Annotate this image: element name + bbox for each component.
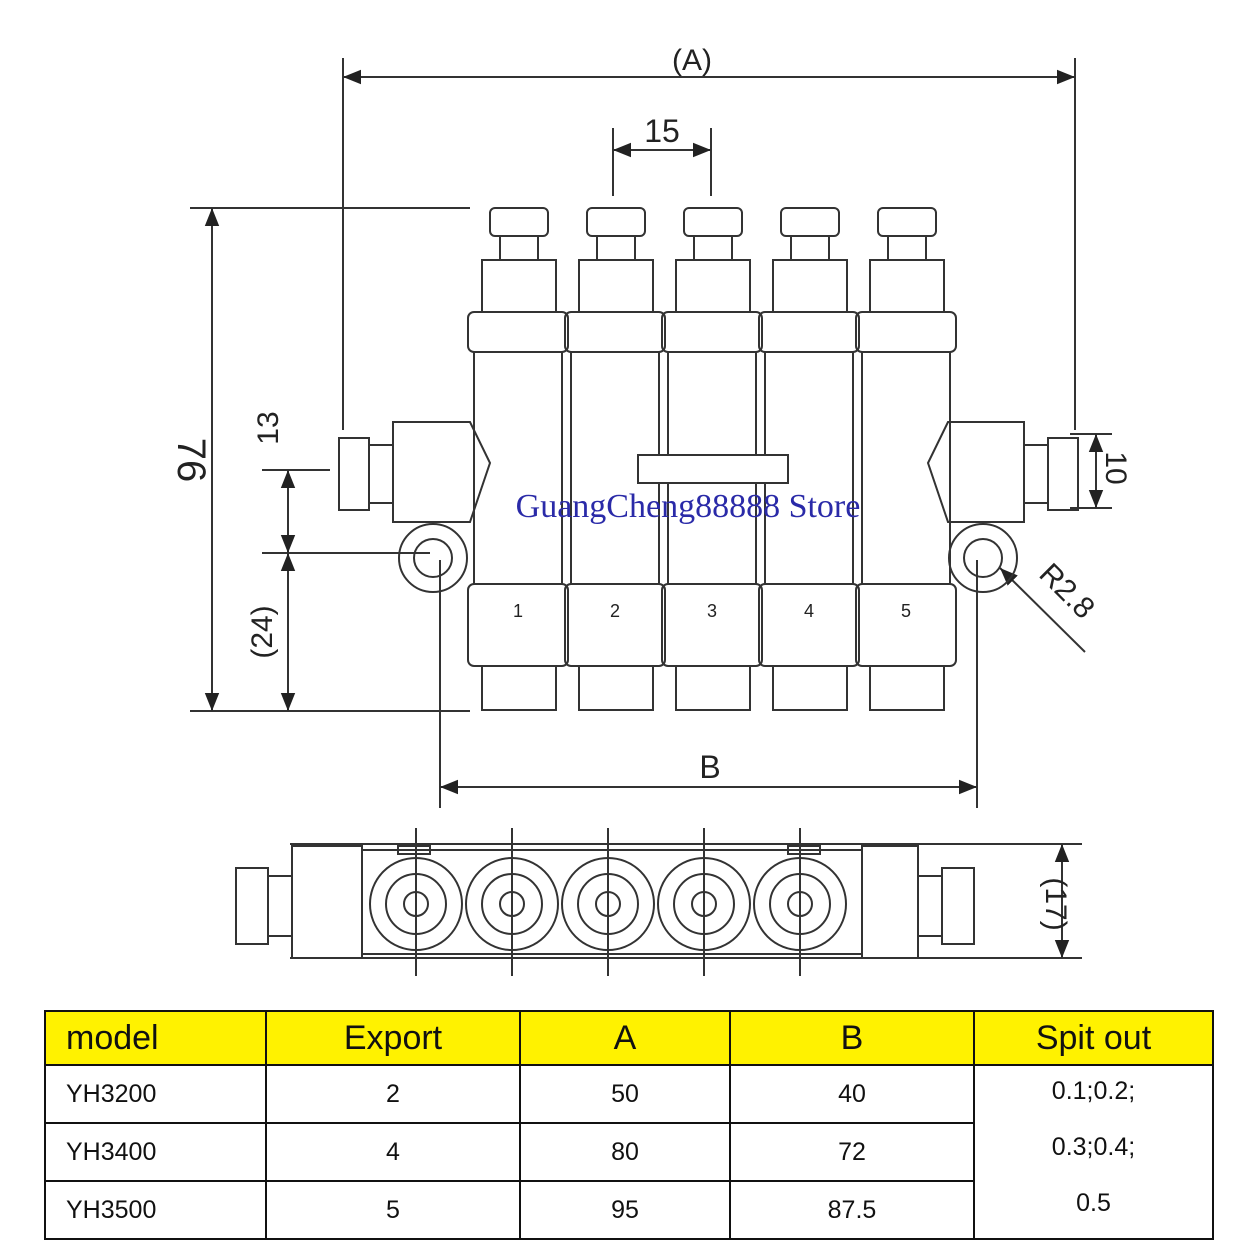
- header-spit-out: Spit out: [973, 1010, 1214, 1066]
- store-watermark: GuangCheng88888 Store: [516, 488, 861, 525]
- dim-label-10: 10: [1099, 451, 1132, 484]
- dim-label-a: (A): [672, 44, 712, 77]
- dim-label-13: 13: [252, 411, 285, 444]
- outlet-number: 1: [513, 601, 523, 621]
- cell-model: YH3400: [44, 1122, 267, 1182]
- cell-spit-out: 0.1;0.2; 0.3;0.4; 0.5: [973, 1064, 1214, 1240]
- cell-b: 72: [729, 1122, 975, 1182]
- cell-b: 40: [729, 1064, 975, 1124]
- cell-a: 80: [519, 1122, 731, 1182]
- outlet-column: [467, 207, 569, 711]
- bottom-view: [235, 828, 1082, 976]
- header-model: model: [44, 1010, 267, 1066]
- cell-a: 50: [519, 1064, 731, 1124]
- dim-label-15: 15: [644, 113, 680, 149]
- outlet-number: 2: [610, 601, 620, 621]
- outlet-column: [758, 207, 860, 711]
- dim-label-r: R2.8: [1033, 557, 1101, 625]
- dim-label-24: (24): [246, 605, 279, 658]
- table-header-row: model Export A B Spit out: [44, 1010, 1214, 1066]
- spit-out-line: 0.1;0.2;: [1051, 1077, 1136, 1105]
- header-a: A: [519, 1010, 731, 1066]
- outlet-numbers: 1 2 3 4 5: [513, 601, 911, 621]
- header-b: B: [729, 1010, 975, 1066]
- cell-b: 87.5: [729, 1180, 975, 1240]
- cell-export: 2: [265, 1064, 521, 1124]
- spit-out-line: 0.3;0.4;: [1051, 1133, 1136, 1161]
- cell-export: 4: [265, 1122, 521, 1182]
- spit-out-line: 0.5: [1076, 1189, 1111, 1217]
- dim-label-76: 76: [169, 438, 213, 483]
- outlet-column: [855, 207, 957, 711]
- front-view: [190, 58, 1112, 808]
- outlet-number: 3: [707, 601, 717, 621]
- cell-model: YH3500: [44, 1180, 267, 1240]
- cell-export: 5: [265, 1180, 521, 1240]
- dim-label-b: B: [699, 749, 720, 785]
- technical-drawing: 1 2 3 4 5 (A) 15 76 13 (24) 10 R2.8 B Gu…: [169, 44, 1132, 976]
- table-row: YH3400 4 80 72: [44, 1122, 1213, 1182]
- table-row: YH3500 5 95 87.5: [44, 1180, 1213, 1240]
- cell-a: 95: [519, 1180, 731, 1240]
- outlet-number: 5: [901, 601, 911, 621]
- header-export: Export: [265, 1010, 521, 1066]
- dim-label-17: (17): [1039, 877, 1072, 930]
- table-row: YH3200 2 50 40 0.1;0.2; 0.3;0.4; 0.5: [44, 1064, 1214, 1240]
- outlet-column: [564, 207, 666, 711]
- outlet-number: 4: [804, 601, 814, 621]
- spec-table: model Export A B Spit out YH3200 2 50 40…: [44, 1010, 1214, 1240]
- cell-model: YH3200: [44, 1064, 267, 1124]
